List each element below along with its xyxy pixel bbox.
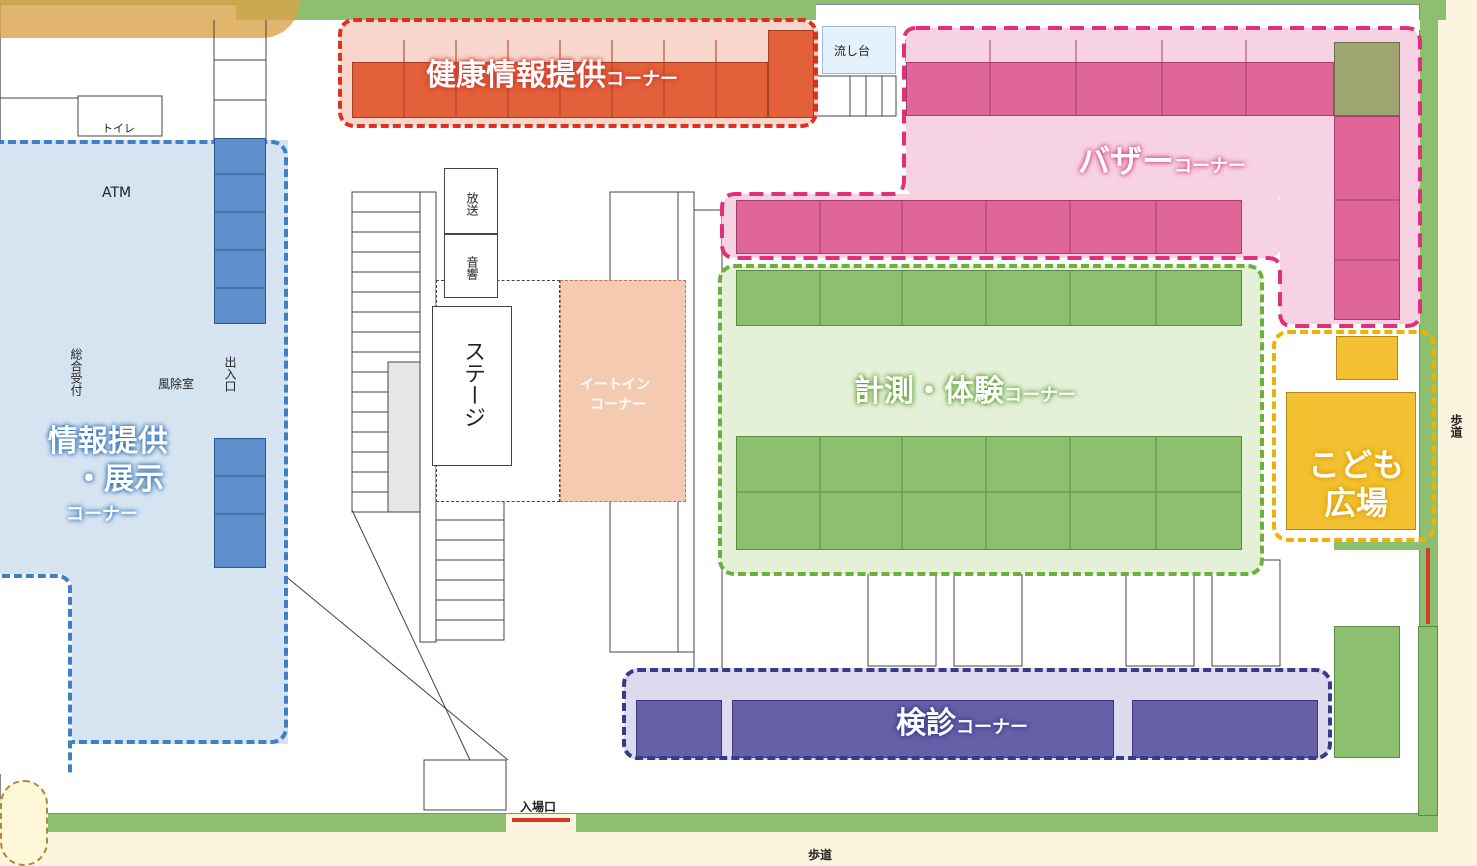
checkup-zone-suffix: コーナー xyxy=(956,717,1028,738)
kids-area[interactable] xyxy=(1286,392,1416,530)
kids-grass xyxy=(1334,542,1424,550)
sidewalk-right-label: 歩道 xyxy=(1449,414,1463,438)
decorative-illustration xyxy=(0,0,300,38)
windbreak-label: 風除室 xyxy=(158,377,195,391)
kids-label-1: こども xyxy=(1308,446,1405,484)
info-zone-label-1: 情報提供 xyxy=(48,424,168,459)
stage[interactable] xyxy=(432,306,512,466)
sound-booth[interactable] xyxy=(444,234,498,298)
measure-zone-title: 計測・体験 xyxy=(854,374,1004,409)
sound-label: 音響 xyxy=(465,256,479,280)
checkup-zone-border[interactable] xyxy=(622,668,1332,760)
kids-zone-border[interactable] xyxy=(1272,330,1436,542)
grass-bottom-left xyxy=(40,814,506,832)
info-zone-cutout xyxy=(0,574,72,774)
broadcast-booth[interactable] xyxy=(444,168,498,234)
eatin-label-1: イートイン xyxy=(580,377,650,393)
measure-zone-label: 計測・体験コーナー xyxy=(854,366,1076,410)
measure-zone-border[interactable] xyxy=(718,264,1264,576)
info-booths-upper[interactable] xyxy=(214,138,266,324)
eatin-label-2: コーナー xyxy=(590,397,646,413)
floor-top-fill xyxy=(236,20,1420,30)
info-zone-label-suffix: コーナー xyxy=(66,504,138,525)
bazaar-booth-olive[interactable] xyxy=(1334,42,1400,116)
entrance-label: 入場口 xyxy=(520,800,557,814)
grass-bottom-right xyxy=(576,814,1438,832)
info-zone-border[interactable] xyxy=(0,140,288,744)
measure-zone-suffix: コーナー xyxy=(1004,385,1076,406)
bazaar-zone-title: バザー xyxy=(1078,142,1175,180)
checkup-booth-2[interactable] xyxy=(732,700,1114,758)
toilet-label: トイレ xyxy=(102,122,135,135)
reception-label: 総合受付 xyxy=(69,348,83,396)
grass-inner-top xyxy=(236,4,816,20)
sink-label: 流し台 xyxy=(834,44,871,58)
bazaar-zone-label: バザーコーナー xyxy=(1078,136,1246,182)
checkup-booth-3[interactable] xyxy=(1132,700,1318,758)
grass-right xyxy=(1420,0,1438,832)
health-zone-suffix: コーナー xyxy=(606,69,678,90)
exit-label: 出入口 xyxy=(223,356,237,392)
kids-label-2: 広場 xyxy=(1324,484,1389,522)
checkup-booth-1[interactable] xyxy=(636,700,722,758)
eatin-zone[interactable] xyxy=(560,280,686,502)
right-grass-block xyxy=(1334,626,1400,758)
bazaar-booths-top[interactable] xyxy=(906,62,1334,116)
checkup-zone-title: 検診 xyxy=(896,706,956,741)
health-zone-title: 健康情報提供 xyxy=(426,58,606,93)
sidewalk-bottom-label: 歩道 xyxy=(808,848,833,862)
checkup-zone-label: 検診コーナー xyxy=(896,698,1028,742)
right-grass-strip xyxy=(1418,626,1438,816)
sink-box xyxy=(822,26,896,74)
decorative-bubble xyxy=(0,780,48,866)
health-zone-label: 健康情報提供コーナー xyxy=(426,50,678,94)
kids-booth-small[interactable] xyxy=(1336,336,1398,380)
broadcast-label: 放送 xyxy=(465,192,479,216)
info-booths-lower[interactable] xyxy=(214,438,266,568)
stage-label: ステージ xyxy=(460,340,485,428)
info-zone-label-2: ・展示 xyxy=(74,462,164,497)
atm-label: ATM xyxy=(102,185,132,201)
health-booth-tall[interactable] xyxy=(768,30,814,118)
bazaar-zone-suffix: コーナー xyxy=(1174,156,1247,177)
health-zone-border[interactable] xyxy=(338,18,818,128)
bazaar-booths-right[interactable] xyxy=(1334,116,1400,320)
